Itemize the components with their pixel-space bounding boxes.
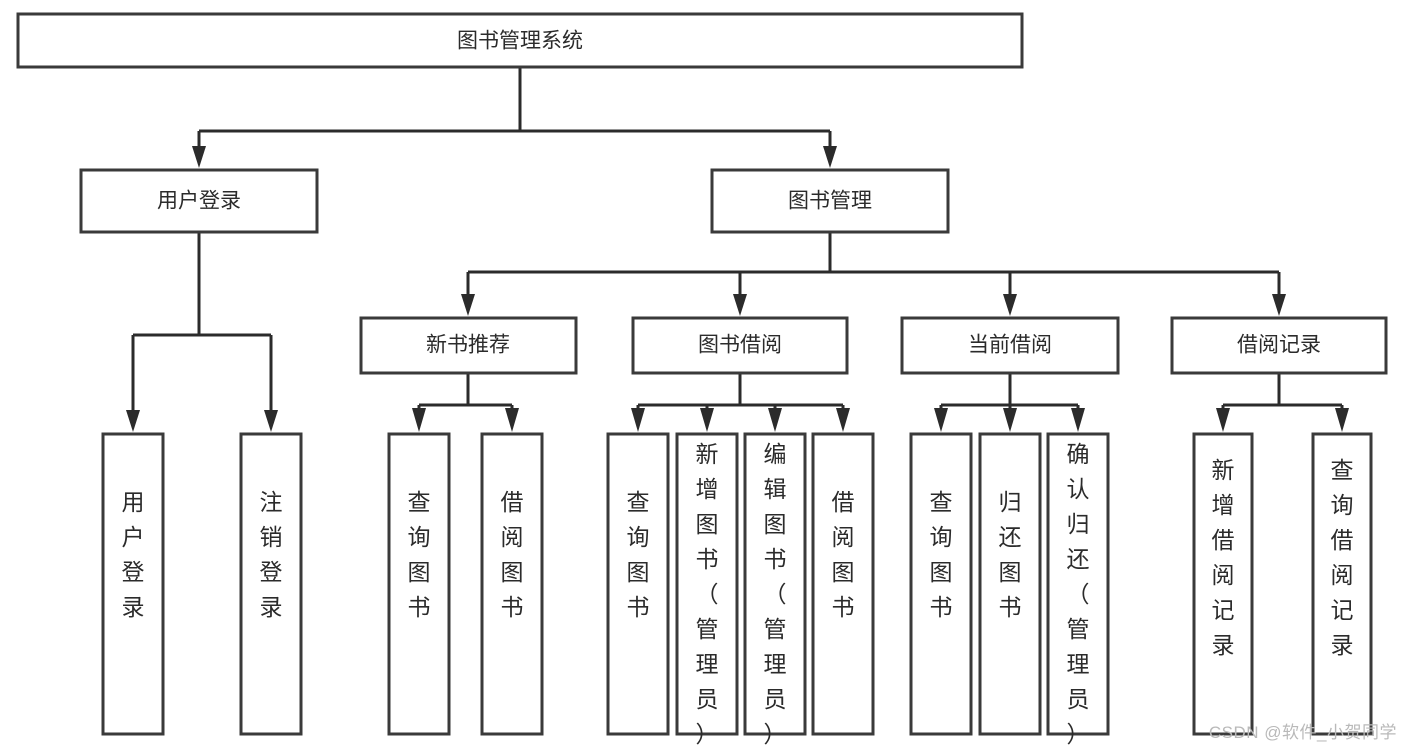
node-leaf-user-login-box[interactable] [101,432,165,736]
node-leaf-add-record-label: 新增借阅记录 [1212,457,1235,658]
csdn-watermark: CSDN @软件_小贺同学 [1208,723,1397,742]
node-leaf-return-book-box[interactable] [978,432,1042,736]
arrow-head-leaf-user-login [126,410,140,432]
node-current-borrow[interactable]: 当前借阅 [900,316,1120,375]
arrow-head-leaf-query-book-2 [631,408,645,432]
node-book-borrow[interactable]: 图书借阅 [631,316,849,375]
connector-layer [126,67,1349,432]
arrow-head-leaf-query-record [1335,408,1349,432]
node-user-login-box[interactable] [79,168,319,234]
arrow-head-book-borrow [733,294,747,316]
node-leaf-query-book-1-box[interactable] [387,432,451,736]
arrow-head-current-borrow [1003,294,1017,316]
node-leaf-borrow-book-2-label: 借阅图书 [832,489,855,620]
node-current-borrow-box[interactable] [900,316,1120,375]
arrow-head-leaf-confirm-return [1071,408,1085,432]
arrow-head-leaf-return-book [1003,408,1017,432]
node-leaf-query-book-2-box[interactable] [606,432,670,736]
arrow-head-leaf-borrow-book-1 [505,408,519,432]
node-new-book-recommend[interactable]: 新书推荐 [359,316,578,375]
arrow-head-borrow-record [1272,294,1286,316]
node-leaf-edit-book-label: 编辑图书（管理员） [764,441,787,747]
node-user-login-label: 用户登录 [157,190,241,213]
node-leaf-user-login-label: 用户登录 [122,489,145,620]
node-leaf-add-record-box[interactable] [1192,432,1254,736]
node-leaf-query-record-box[interactable] [1311,432,1373,736]
node-current-borrow-label: 当前借阅 [968,334,1052,357]
node-borrow-record[interactable]: 借阅记录 [1170,316,1388,375]
node-leaf-query-book-1[interactable]: 查询图书 [387,432,451,736]
node-root-label: 图书管理系统 [457,30,583,53]
node-leaf-query-book-3[interactable]: 查询图书 [909,432,973,736]
node-leaf-borrow-book-1-label: 借阅图书 [501,489,524,620]
node-book-management-box[interactable] [710,168,950,234]
arrow-head-user-login [192,146,206,168]
node-borrow-record-label: 借阅记录 [1237,334,1321,357]
node-user-login[interactable]: 用户登录 [79,168,319,234]
node-leaf-confirm-return-box[interactable] [1046,432,1110,736]
node-new-book-recommend-label: 新书推荐 [426,334,510,357]
node-leaf-query-book-3-label: 查询图书 [930,489,953,620]
node-root-box[interactable] [16,12,1024,69]
node-borrow-record-box[interactable] [1170,316,1388,375]
arrow-head-leaf-add-record [1216,408,1230,432]
node-leaf-borrow-book-2[interactable]: 借阅图书 [811,432,875,736]
node-book-management-label: 图书管理 [788,190,872,213]
node-leaf-query-record[interactable]: 查询借阅记录 [1311,432,1373,736]
node-leaf-user-login[interactable]: 用户登录 [101,432,165,736]
node-leaf-edit-book-box[interactable] [743,432,807,736]
node-leaf-confirm-return-label: 确认归还（管理员） [1067,441,1090,747]
node-leaf-query-book-1-label: 查询图书 [408,489,431,620]
node-leaf-query-record-label: 查询借阅记录 [1331,457,1354,658]
node-leaf-return-book[interactable]: 归还图书 [978,432,1042,736]
arrow-head-leaf-user-logout [264,410,278,432]
node-leaf-confirm-return[interactable]: 确认归还（管理员） [1046,432,1110,747]
node-leaf-user-logout-box[interactable] [239,432,303,736]
node-leaf-user-logout[interactable]: 注销登录 [239,432,303,736]
node-new-book-recommend-box[interactable] [359,316,578,375]
node-leaf-add-book-box[interactable] [675,432,739,736]
node-book-management[interactable]: 图书管理 [710,168,950,234]
node-leaf-user-logout-label: 注销登录 [260,489,283,620]
node-book-borrow-label: 图书借阅 [698,334,782,357]
node-leaf-borrow-book-1-box[interactable] [480,432,544,736]
node-leaf-query-book-2[interactable]: 查询图书 [606,432,670,736]
arrow-head-leaf-add-book [700,408,714,432]
node-leaf-add-book[interactable]: 新增图书（管理员） [675,432,739,747]
arrow-head-book-management [823,146,837,168]
node-leaf-query-book-3-box[interactable] [909,432,973,736]
arrow-head-leaf-query-book-1 [412,408,426,432]
node-leaf-add-book-label: 新增图书（管理员） [696,441,719,747]
node-leaf-add-record[interactable]: 新增借阅记录 [1192,432,1254,736]
arrow-head-leaf-query-book-3 [934,408,948,432]
node-leaf-query-book-2-label: 查询图书 [627,489,650,620]
node-book-borrow-box[interactable] [631,316,849,375]
arrow-head-leaf-borrow-book-2 [836,408,850,432]
node-leaf-borrow-book-2-box[interactable] [811,432,875,736]
node-root[interactable]: 图书管理系统 [16,12,1024,69]
arrow-head-leaf-edit-book [768,408,782,432]
node-leaf-edit-book[interactable]: 编辑图书（管理员） [743,432,807,747]
arrow-head-new-book-recommend [461,294,475,316]
node-leaf-return-book-label: 归还图书 [999,489,1022,620]
node-leaf-borrow-book-1[interactable]: 借阅图书 [480,432,544,736]
